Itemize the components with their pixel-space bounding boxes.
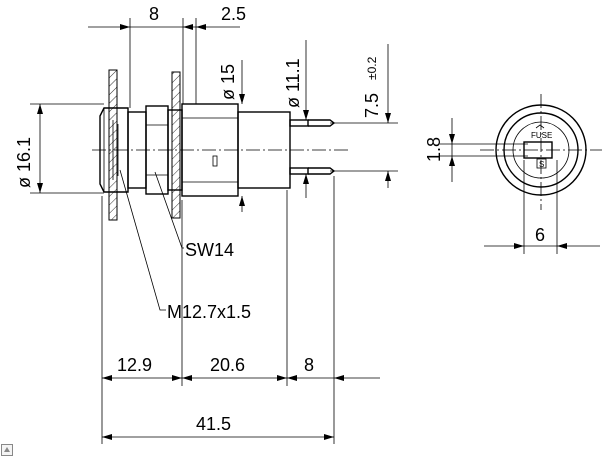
dim-bottom-front: 12.9 [117,355,152,375]
arrow [172,375,182,381]
dim-body-diameter: ø 15 [218,64,238,100]
arrow [37,183,43,193]
arrow [324,434,334,440]
end-s-letter: S [539,160,544,169]
dim-top-thread: 2.5 [221,4,246,24]
end-outer-ring [495,104,587,196]
arrow [514,243,524,249]
dim-bottom-body: 20.6 [210,355,245,375]
panel-wall-right [171,71,181,219]
label-thread: M12.7x1.5 [167,302,251,322]
pin-top-base [289,119,309,127]
dim-overall-length: 41.5 [196,414,231,434]
side-view [92,69,350,221]
end-s-mark [536,158,547,169]
leader-thread [119,169,166,311]
fuse-arrow-icon [535,124,545,129]
dim-pin-width: 1.8 [424,137,444,162]
arrow [557,243,567,249]
arrow [196,24,206,30]
label-wrench-size: SW14 [185,240,234,260]
end-view: S FUSE 1.8 6 [424,94,602,254]
arrow [287,375,297,381]
arrow [239,196,245,206]
arrow [182,375,192,381]
arrow [183,24,193,30]
end-cap-face [512,121,570,179]
arrow [120,24,130,30]
arrow [303,174,309,184]
dim-top-panel-gap: 8 [149,4,159,24]
body-window [212,155,218,167]
arrow [385,113,391,123]
arrow [303,110,309,120]
dim-pin-length: 7.5 [362,93,382,118]
arrow [37,104,43,114]
image-corner-icon [1,444,13,456]
arrow [102,434,112,440]
end-inner-ring [503,112,579,188]
end-pin-slot [523,141,553,159]
holder-rear [237,111,291,189]
arrow [239,94,245,104]
side-dimensions: 8 2.5 ø 16.1 ø 15 ø 11.1 7.5 ±0.2 SW1 [14,4,398,444]
arrow [334,375,344,381]
dim-flange-diameter: ø 16.1 [14,137,34,188]
arrow [277,375,287,381]
dim-pin-thickness: 6 [535,225,545,245]
dim-pin-spacing: ø 11.1 [283,58,303,108]
arrow [102,375,112,381]
arrow [449,156,455,166]
pin-bottom-base [289,167,309,175]
dim-bottom-pins: 8 [304,355,314,375]
fuse-marking: FUSE [531,131,552,140]
arrow [449,134,455,144]
arrow [385,171,391,181]
dim-pin-length-tolerance: ±0.2 [365,56,379,80]
